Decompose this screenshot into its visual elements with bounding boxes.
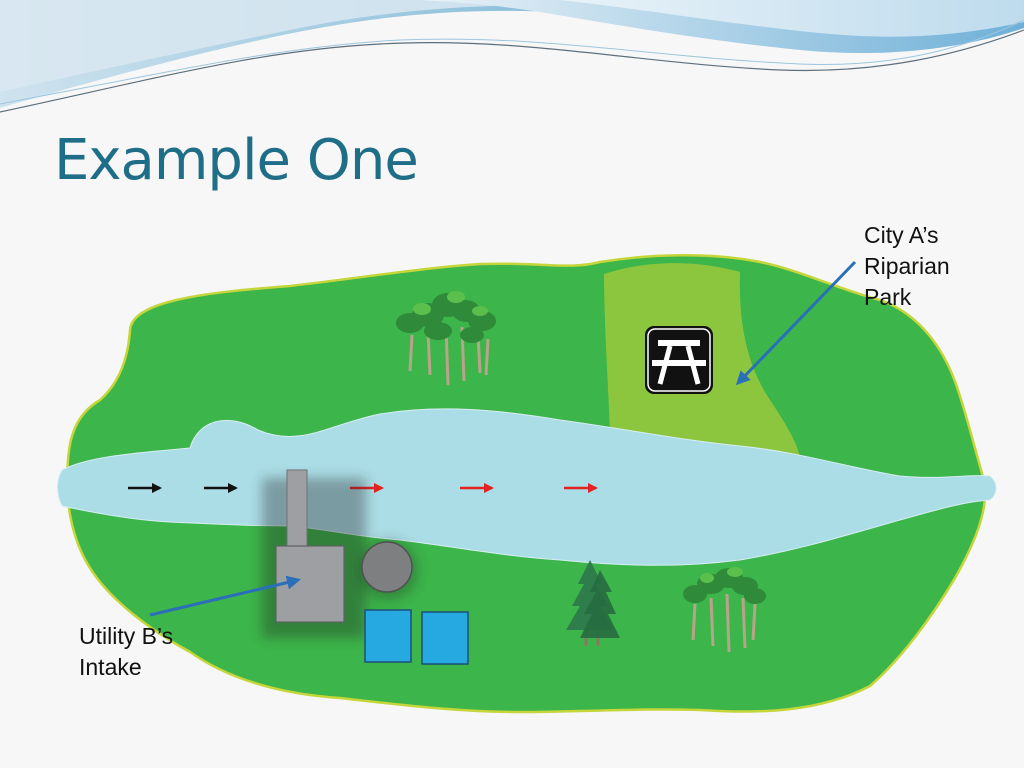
park-callout-line: City A’s [864, 222, 939, 248]
intake-pipe [286, 469, 308, 551]
park-leader-arrow [735, 260, 857, 386]
storage-tank [361, 541, 413, 593]
treatment-basin [364, 609, 412, 663]
slide-title: Example One [54, 128, 419, 193]
park-callout-line: Riparian [864, 253, 950, 279]
treatment-basin [421, 611, 469, 665]
intake-callout-line: Utility B’s [79, 623, 174, 649]
intake-leader-arrow [149, 575, 301, 617]
pine-tree-icon [566, 560, 620, 646]
park-callout-label: City A’s Riparian Park [864, 220, 950, 313]
park-callout-line: Park [864, 284, 912, 310]
tree-cluster-icon [683, 567, 766, 653]
tree-cluster-icon [396, 291, 496, 386]
intake-callout-label: Utility B’s Intake [79, 621, 173, 683]
picnic-table-icon [645, 326, 713, 394]
utility-facility [262, 469, 469, 665]
header-wave-decoration [0, 0, 1024, 113]
intake-callout-line: Intake [79, 654, 142, 680]
